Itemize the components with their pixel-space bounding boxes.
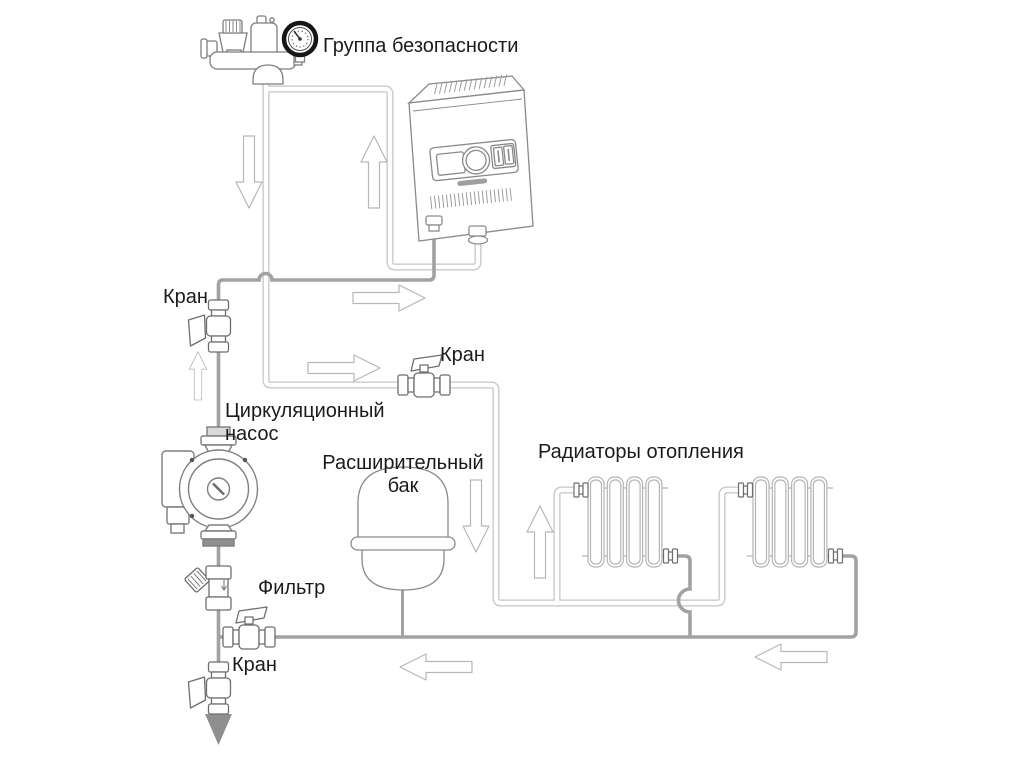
radiator-2 [737, 476, 844, 568]
arrow-up-icon [360, 135, 388, 209]
safety-valve-cap [222, 19, 243, 34]
electric-boiler-icon [407, 74, 534, 245]
boiler-connections [425, 215, 489, 245]
radiator-1 [573, 476, 679, 568]
arrow-left-icon [754, 643, 828, 671]
filter-label: Фильтр [258, 577, 326, 599]
safety-group-label: Группа безопасности [323, 35, 519, 57]
expansion-tank-icon [350, 466, 456, 591]
valve-drain-label: Кран [232, 654, 277, 676]
boiler-control-panel [429, 138, 519, 182]
filter-icon [184, 565, 232, 611]
drain-arrow-icon [205, 714, 232, 745]
supply-pipes-core [263, 83, 739, 606]
radiator-outlet-fitting [662, 548, 679, 564]
brand-text-smudge [457, 178, 488, 186]
pressure-gauge-icon [281, 20, 319, 63]
valve-supply-label: Кран [163, 286, 208, 308]
return-pipes [216, 213, 858, 716]
arrow-up-small-icon [188, 351, 208, 401]
boiler-display [435, 151, 466, 176]
valve-radiator-line-label: Кран [440, 344, 485, 366]
radiator-outlet-fitting [827, 548, 844, 564]
ball-valve-drain-icon [187, 661, 232, 715]
arrow-right-icon [307, 354, 381, 382]
arrow-down-icon [235, 135, 263, 209]
arrow-up-icon [526, 505, 554, 579]
radiators-label: Радиаторы отопления [538, 441, 744, 463]
arrow-left-icon [399, 653, 473, 681]
ball-valve-return-icon [222, 606, 276, 650]
circulation-pump-icon [161, 426, 259, 547]
arrow-right-icon [352, 284, 426, 312]
radiator-inlet-fitting [573, 482, 589, 498]
air-vent-icon [250, 15, 278, 57]
radiator-inlet-fitting [737, 482, 754, 498]
safety-group-icon [200, 15, 319, 85]
